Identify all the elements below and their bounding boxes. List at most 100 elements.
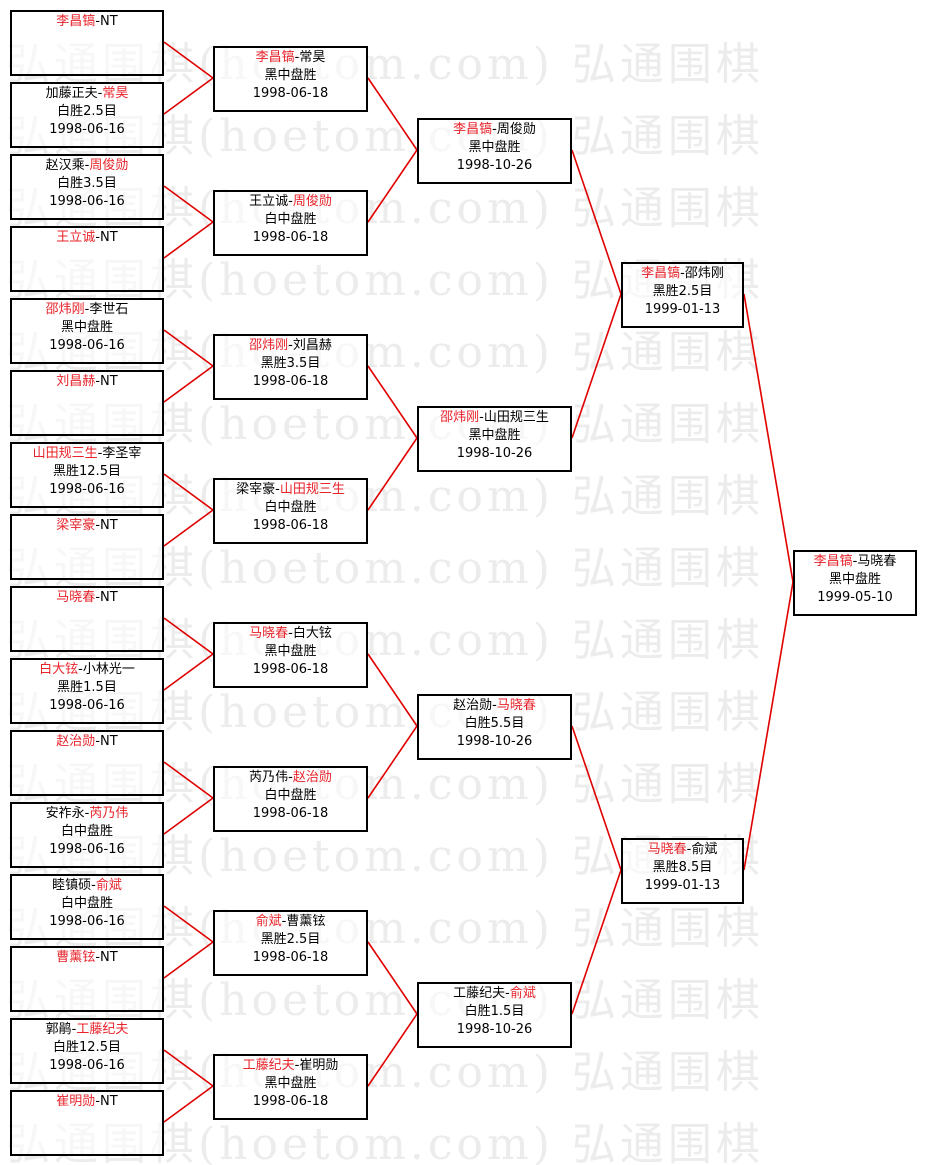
player-name[interactable]: 工藤纪夫 <box>453 986 506 1001</box>
winner-name[interactable]: 邵炜刚 <box>45 302 85 317</box>
winner-name[interactable]: 常昊 <box>102 86 129 101</box>
player-name[interactable]: 赵治勋 <box>453 698 493 713</box>
player-name[interactable]: 加藤正夫 <box>45 86 98 101</box>
winner-name[interactable]: 李昌镐 <box>255 50 295 65</box>
winner-name[interactable]: 山田规三生 <box>32 446 98 461</box>
player-name[interactable]: 白大铉 <box>292 626 332 641</box>
match-box-round1[interactable]: 赵治勋-NT <box>10 730 164 796</box>
player-name[interactable]: NT <box>100 590 118 605</box>
winner-name[interactable]: 邵炜刚 <box>440 410 480 425</box>
player-name[interactable]: 赵汉乘 <box>45 158 85 173</box>
winner-name[interactable]: 马晓春 <box>496 698 536 713</box>
winner-name[interactable]: 邵炜刚 <box>249 338 289 353</box>
winner-name[interactable]: 芮乃伟 <box>89 806 129 821</box>
player-name[interactable]: 梁宰豪 <box>236 482 276 497</box>
player-name[interactable]: 曹薰铉 <box>286 914 326 929</box>
winner-name[interactable]: 马晓春 <box>56 590 96 605</box>
winner-name[interactable]: 梁宰豪 <box>56 518 96 533</box>
match-box-round1[interactable]: 崔明勋-NT <box>10 1090 164 1156</box>
player-name[interactable]: 刘昌赫 <box>292 338 332 353</box>
winner-name[interactable]: 李昌镐 <box>813 554 853 569</box>
bracket-connector-line <box>571 293 622 439</box>
winner-name[interactable]: 赵治勋 <box>56 734 96 749</box>
player-name[interactable]: NT <box>100 1094 118 1109</box>
player-name[interactable]: 常昊 <box>299 50 326 65</box>
player-name[interactable]: 俞斌 <box>691 842 718 857</box>
player-name[interactable]: NT <box>100 950 118 965</box>
player-name[interactable]: 郭鹃 <box>45 1022 72 1037</box>
player-name[interactable]: 小林光一 <box>82 662 135 677</box>
winner-name[interactable]: 赵治勋 <box>292 770 332 785</box>
match-box-round1[interactable]: 王立诚-NT <box>10 226 164 292</box>
winner-name[interactable]: 刘昌赫 <box>56 374 96 389</box>
winner-name[interactable]: 山田规三生 <box>279 482 345 497</box>
player-name[interactable]: NT <box>100 14 118 29</box>
player-name[interactable]: 睦镇硕 <box>52 878 92 893</box>
player-name[interactable]: NT <box>100 734 118 749</box>
winner-name[interactable]: 俞斌 <box>95 878 122 893</box>
match-box-round1[interactable]: 李昌镐-NT <box>10 10 164 76</box>
winner-name[interactable]: 俞斌 <box>509 986 536 1001</box>
winner-name[interactable]: 马晓春 <box>647 842 687 857</box>
match-players: 马晓春-俞斌 <box>623 841 742 859</box>
winner-name[interactable]: 周俊勋 <box>89 158 129 173</box>
match-result: 白中盘胜 <box>60 824 113 839</box>
winner-name[interactable]: 李昌镐 <box>56 14 96 29</box>
winner-name[interactable]: 白大铉 <box>39 662 79 677</box>
match-players: 赵治勋-NT <box>12 733 162 751</box>
player-name[interactable]: 周俊勋 <box>496 122 536 137</box>
winner-name[interactable]: 工藤纪夫 <box>76 1022 129 1037</box>
player-name[interactable]: 李圣宰 <box>102 446 142 461</box>
match-result: 白胜5.5目 <box>464 716 525 731</box>
match-box-round1[interactable]: 马晓春-NT <box>10 586 164 652</box>
winner-name[interactable]: 李昌镐 <box>453 122 493 137</box>
player-name[interactable]: NT <box>100 374 118 389</box>
winner-name[interactable]: 工藤纪夫 <box>242 1058 295 1073</box>
winner-name[interactable]: 周俊勋 <box>292 194 332 209</box>
player-name[interactable]: NT <box>100 230 118 245</box>
winner-name[interactable]: 俞斌 <box>255 914 282 929</box>
winner-name[interactable]: 王立诚 <box>56 230 96 245</box>
match-box-round1[interactable]: 曹薰铉-NT <box>10 946 164 1012</box>
player-name[interactable]: 李世石 <box>89 302 129 317</box>
match-box-round1[interactable]: 刘昌赫-NT <box>10 370 164 436</box>
player-name[interactable]: 马晓春 <box>857 554 897 569</box>
winner-name[interactable]: 曹薰铉 <box>56 950 96 965</box>
player-name[interactable]: 芮乃伟 <box>249 770 289 785</box>
winner-name[interactable]: 李昌镐 <box>641 266 681 281</box>
player-name[interactable]: 王立诚 <box>249 194 289 209</box>
player-name[interactable]: 山田规三生 <box>483 410 549 425</box>
player-name[interactable]: 邵炜刚 <box>684 266 724 281</box>
player-name[interactable]: 安祚永 <box>45 806 85 821</box>
bracket-connector-line <box>163 77 214 115</box>
match-box-round1[interactable]: 梁宰豪-NT <box>10 514 164 580</box>
player-name[interactable]: 崔明勋 <box>299 1058 339 1073</box>
winner-name[interactable]: 马晓春 <box>249 626 289 641</box>
match-players: 邵炜刚-山田规三生 <box>419 409 570 427</box>
winner-name[interactable]: 崔明勋 <box>56 1094 96 1109</box>
player-name[interactable]: NT <box>100 518 118 533</box>
